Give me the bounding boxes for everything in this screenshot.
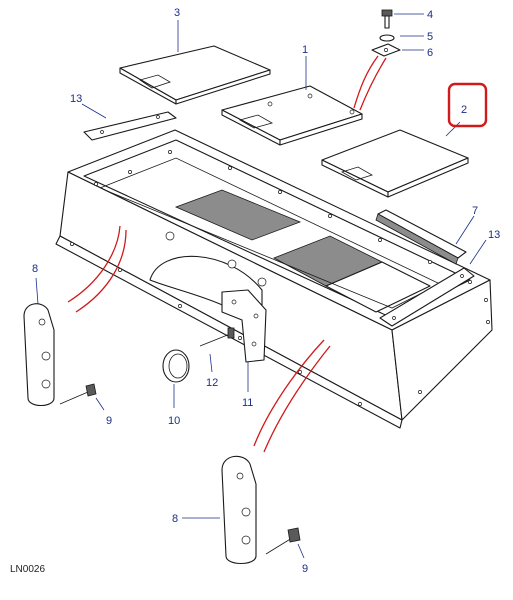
part-8-hinge-left <box>23 303 55 407</box>
callout-12: 12 <box>206 377 218 389</box>
part-13-strip-upper <box>83 111 177 141</box>
relation-lines <box>67 55 387 453</box>
callout-10: 10 <box>168 415 180 427</box>
fastener-set <box>371 9 401 57</box>
part-13-strip-lower <box>379 267 475 327</box>
callout-8-lower: 8 <box>172 513 178 525</box>
part-9-pin-left <box>59 383 97 405</box>
part-8-hinge-lower <box>221 455 257 565</box>
callout-7: 7 <box>472 205 478 217</box>
callout-8-upper: 8 <box>32 263 38 275</box>
callout-1: 1 <box>302 44 308 56</box>
callout-11: 11 <box>242 397 253 409</box>
part-11-bracket <box>221 289 267 363</box>
callout-6: 6 <box>427 47 433 59</box>
part-10-grommet <box>162 349 190 383</box>
part-1-lid <box>221 85 363 146</box>
callout-9-lower: 9 <box>302 563 308 575</box>
part-7-angle-strip <box>375 209 467 265</box>
callout-labels: 1 2 3 4 5 6 7 8 8 9 9 10 11 12 13 13 <box>32 7 500 575</box>
callout-4: 4 <box>427 9 433 21</box>
reference-code: LN0026 <box>10 564 45 575</box>
callout-13-lower: 13 <box>488 229 500 241</box>
callout-9-upper: 9 <box>106 415 112 427</box>
callout-3: 3 <box>174 7 180 19</box>
seat-box-frame <box>55 129 493 429</box>
leader-lines <box>35 13 487 559</box>
rim-rivets <box>70 150 490 406</box>
part-2-lid <box>321 129 469 198</box>
part-12-bolt <box>199 327 235 347</box>
callout-5: 5 <box>427 31 433 43</box>
part-3-lid <box>119 45 271 105</box>
callout-13-upper: 13 <box>70 93 82 105</box>
part-9-pin-lower <box>265 527 301 555</box>
callout-2: 2 <box>461 104 467 116</box>
highlight-box <box>447 82 488 128</box>
